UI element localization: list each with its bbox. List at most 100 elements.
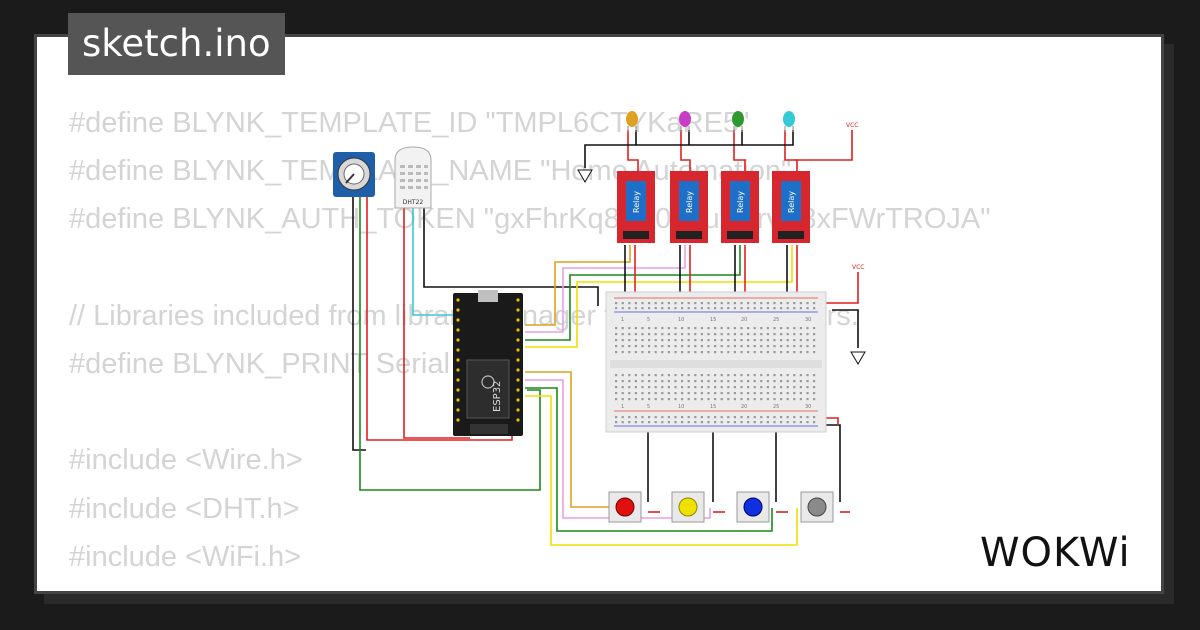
breadboard-hole — [687, 345, 690, 348]
breadboard-hole — [806, 351, 809, 354]
breadboard-hole — [648, 351, 651, 354]
breadboard-hole — [687, 333, 690, 336]
potentiometer[interactable] — [333, 152, 375, 197]
breadboard-hole — [799, 339, 802, 342]
breadboard-hole — [674, 421, 677, 424]
breadboard-hole — [760, 333, 763, 336]
pushbutton-gray[interactable] — [800, 491, 834, 523]
pushbutton-yellow[interactable] — [671, 491, 705, 523]
breadboard-hole — [793, 380, 796, 383]
breadboard-hole — [799, 345, 802, 348]
breadboard-hole — [700, 351, 703, 354]
breadboard-hole — [615, 333, 618, 336]
breadboard-hole — [667, 374, 670, 377]
breadboard-hole — [766, 339, 769, 342]
breadboard-hole — [780, 380, 783, 383]
breadboard-hole — [753, 339, 756, 342]
breadboard-hole — [700, 380, 703, 383]
relay-module[interactable]: Relay — [670, 171, 708, 243]
breadboard-hole — [661, 333, 664, 336]
breadboard-hole — [793, 307, 796, 310]
breadboard-hole — [799, 380, 802, 383]
breadboard-hole — [720, 302, 723, 305]
wire — [784, 130, 798, 175]
breadboard-hole — [694, 345, 697, 348]
wire — [525, 379, 711, 519]
breadboard-hole — [727, 398, 730, 401]
relay-module[interactable]: Relay — [721, 171, 759, 243]
breadboard-number: 1 — [621, 404, 624, 410]
breadboard-hole — [766, 374, 769, 377]
breadboard-hole — [786, 327, 789, 330]
breadboard-hole — [707, 307, 710, 310]
relay-module[interactable]: Relay — [617, 171, 655, 243]
breadboard-hole — [747, 339, 750, 342]
breadboard-hole — [813, 345, 816, 348]
breadboard-hole — [747, 380, 750, 383]
relay-module[interactable]: Relay — [772, 171, 810, 243]
breadboard-hole — [694, 302, 697, 305]
breadboard-hole — [694, 339, 697, 342]
breadboard-hole — [641, 386, 644, 389]
breadboard-hole — [667, 333, 670, 336]
breadboard-hole — [634, 345, 637, 348]
breadboard-hole — [747, 307, 750, 310]
led-green[interactable] — [732, 111, 744, 132]
breadboard-hole — [694, 392, 697, 395]
breadboard-hole — [766, 386, 769, 389]
breadboard-hole — [674, 416, 677, 419]
breadboard-hole — [727, 345, 730, 348]
breadboard-hole — [700, 416, 703, 419]
breadboard-hole — [773, 392, 776, 395]
esp32-board[interactable]: ESP32 — [453, 290, 523, 436]
led-red-yellow[interactable] — [626, 111, 638, 132]
pushbutton-blue[interactable] — [736, 491, 770, 523]
breadboard[interactable]: 1 5 10 15 20 25 30 1 5 10 15 20 25 30 — [605, 291, 827, 433]
dht22-sensor[interactable]: DHT22 — [394, 146, 432, 209]
breadboard-hole — [681, 327, 684, 330]
breadboard-hole — [793, 386, 796, 389]
breadboard-hole — [799, 398, 802, 401]
breadboard-hole — [773, 307, 776, 310]
breadboard-hole — [714, 421, 717, 424]
breadboard-hole — [773, 398, 776, 401]
breadboard-number: 20 — [741, 404, 747, 410]
wire — [742, 130, 794, 146]
breadboard-hole — [806, 374, 809, 377]
relay-label: Relay — [685, 191, 694, 213]
breadboard-hole — [799, 421, 802, 424]
wires — [352, 130, 859, 546]
breadboard-hole — [634, 392, 637, 395]
breadboard-hole — [786, 339, 789, 342]
file-title: sketch.ino — [68, 13, 285, 75]
breadboard-hole — [648, 416, 651, 419]
breadboard-hole — [786, 345, 789, 348]
led-purple[interactable] — [679, 111, 691, 132]
breadboard-hole — [720, 374, 723, 377]
breadboard-hole — [641, 302, 644, 305]
breadboard-hole — [733, 380, 736, 383]
breadboard-hole — [654, 386, 657, 389]
breadboard-hole — [681, 339, 684, 342]
breadboard-hole — [648, 421, 651, 424]
breadboard-hole — [760, 302, 763, 305]
vcc-label: VCC — [852, 264, 864, 271]
breadboard-hole — [634, 327, 637, 330]
dht22-label: DHT22 — [403, 199, 424, 206]
wire — [403, 205, 470, 439]
breadboard-hole — [615, 374, 618, 377]
breadboard-hole — [700, 302, 703, 305]
wire — [525, 245, 793, 348]
pushbutton-red[interactable] — [608, 491, 642, 523]
breadboard-hole — [747, 302, 750, 305]
breadboard-hole — [786, 398, 789, 401]
breadboard-hole — [727, 327, 730, 330]
breadboard-hole — [733, 386, 736, 389]
breadboard-hole — [740, 307, 743, 310]
breadboard-hole — [641, 380, 644, 383]
breadboard-hole — [714, 398, 717, 401]
breadboard-hole — [733, 392, 736, 395]
led-cyan[interactable] — [783, 111, 795, 132]
breadboard-hole — [654, 327, 657, 330]
breadboard-hole — [694, 380, 697, 383]
